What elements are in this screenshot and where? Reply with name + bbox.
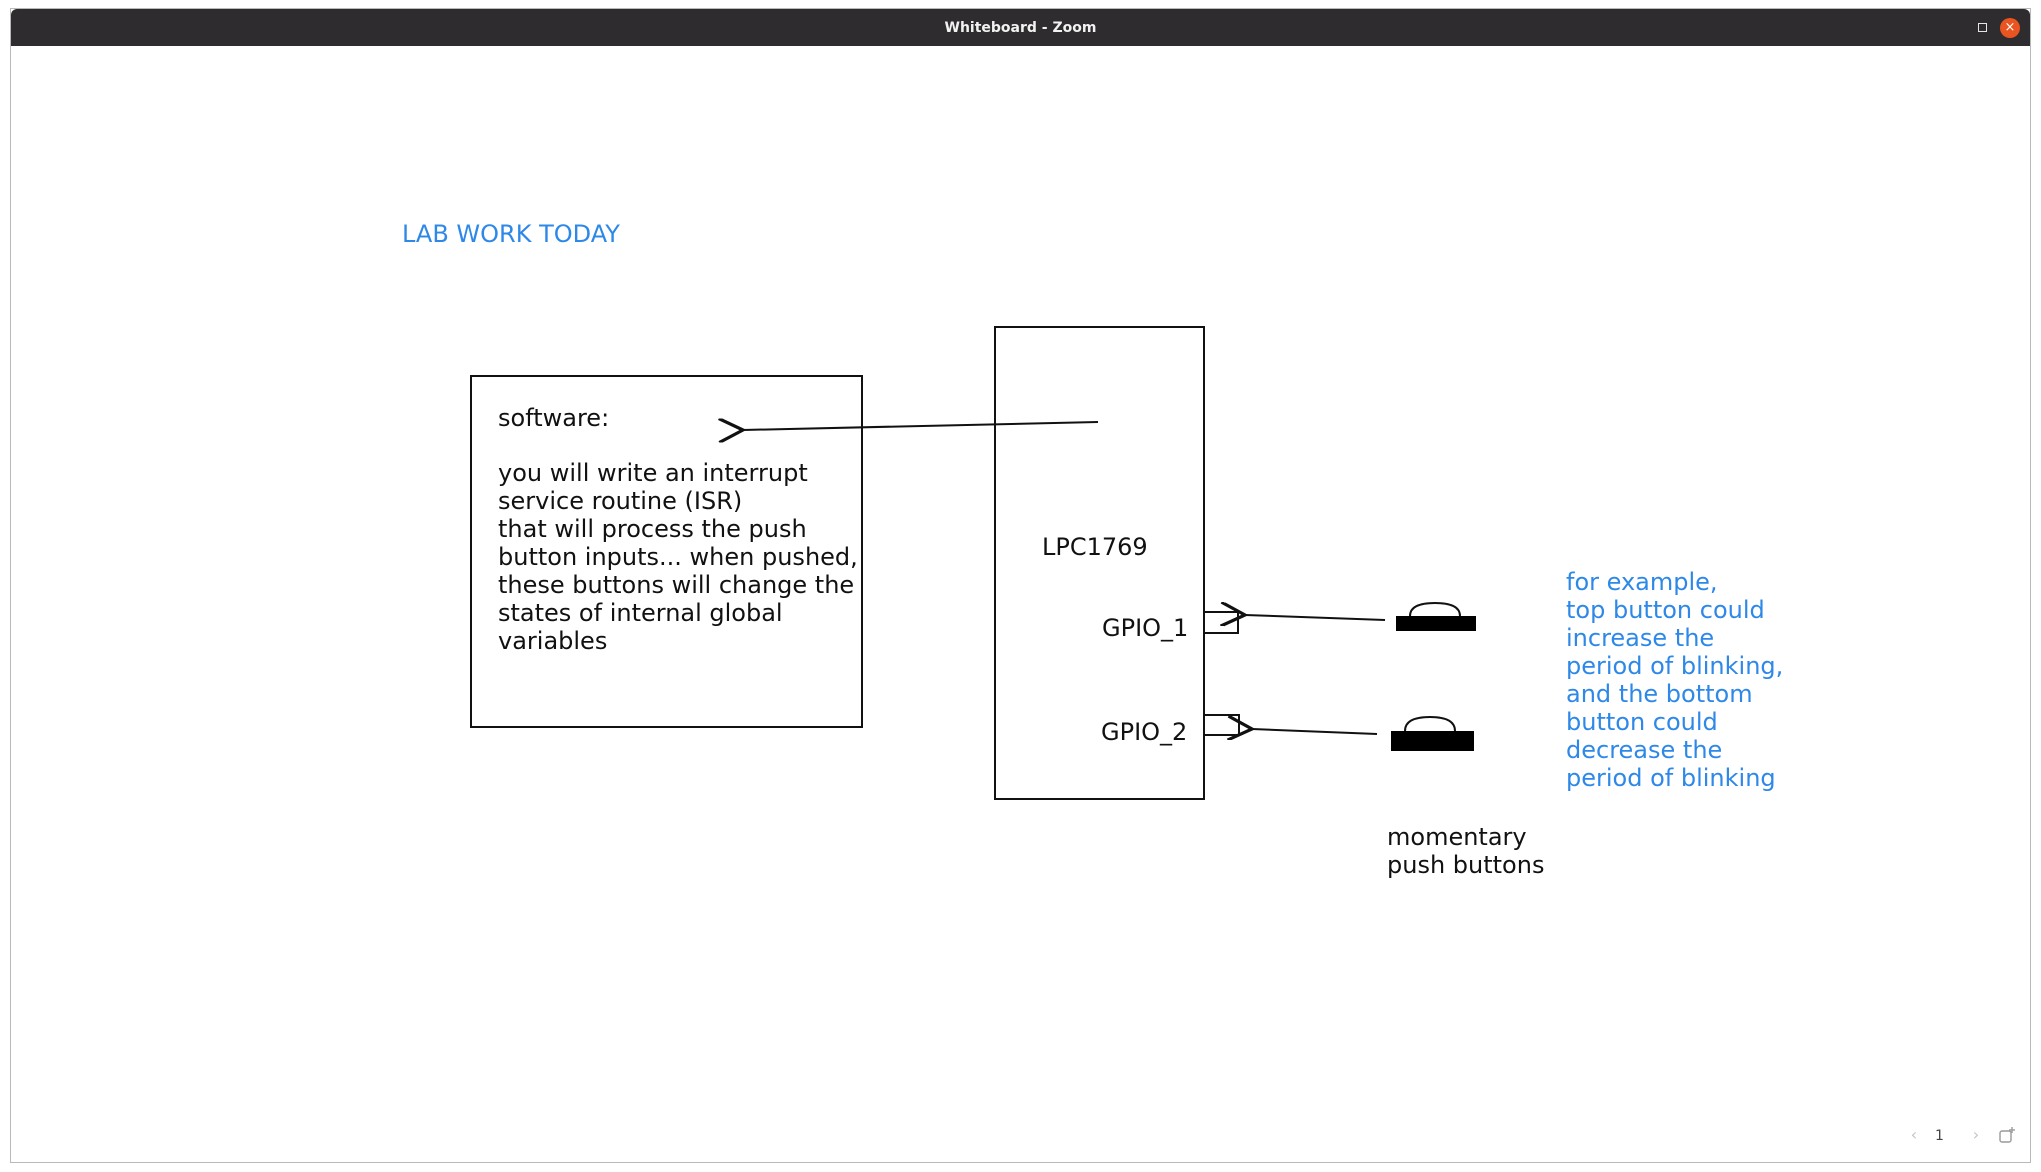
window-title: Whiteboard - Zoom bbox=[944, 20, 1097, 36]
note-line: for example, bbox=[1566, 568, 1718, 596]
software-box bbox=[470, 375, 863, 728]
prev-page-button[interactable]: ‹ bbox=[1904, 1123, 1924, 1147]
note-line: period of blinking, bbox=[1566, 652, 1784, 680]
next-page-button[interactable]: › bbox=[1966, 1123, 1986, 1147]
title-bar: Whiteboard - Zoom × bbox=[11, 9, 2030, 46]
note-line: decrease the bbox=[1566, 736, 1723, 764]
chevron-left-icon: ‹ bbox=[1910, 1125, 1918, 1144]
software-line: states of internal global bbox=[498, 599, 783, 627]
maximize-button[interactable] bbox=[1974, 19, 1990, 35]
software-line: that will process the push bbox=[498, 515, 807, 543]
button1-to-gpio1-arrow bbox=[1245, 615, 1386, 620]
software-line: service routine (ISR) bbox=[498, 487, 743, 515]
buttons-caption-line: momentary bbox=[1387, 823, 1527, 851]
button2-to-gpio2-arrow bbox=[1252, 729, 1378, 734]
close-icon: × bbox=[2004, 20, 2016, 35]
note-line: top button could bbox=[1566, 596, 1765, 624]
software-line: you will write an interrupt bbox=[498, 459, 808, 487]
lab-work-heading: LAB WORK TODAY bbox=[402, 220, 620, 248]
software-line: variables bbox=[498, 627, 608, 655]
push-button-1 bbox=[1396, 601, 1476, 631]
zoom-whiteboard-window: Whiteboard - Zoom × bbox=[10, 8, 2031, 1163]
gpio-1-pin-box bbox=[1203, 611, 1239, 634]
lpc1769-chip-box bbox=[994, 326, 1205, 800]
note-line: increase the bbox=[1566, 624, 1715, 652]
note-line: and the bottom bbox=[1566, 680, 1753, 708]
software-line: these buttons will change the bbox=[498, 571, 855, 599]
software-line: button inputs... when pushed, bbox=[498, 543, 858, 571]
whiteboard-canvas[interactable]: LAB WORK TODAY software: you will write … bbox=[11, 46, 2030, 1162]
close-button[interactable]: × bbox=[2000, 18, 2020, 38]
chip-label: LPC1769 bbox=[1042, 533, 1148, 561]
chip-to-software-arrow bbox=[743, 422, 1099, 430]
share-page-button[interactable] bbox=[1998, 1126, 2016, 1144]
whiteboard-drawing bbox=[470, 326, 1476, 800]
software-title: software: bbox=[498, 404, 610, 432]
gpio-2-pin-box bbox=[1203, 714, 1240, 736]
push-button-2 bbox=[1391, 715, 1474, 751]
gpio-1-label: GPIO_1 bbox=[1102, 614, 1189, 642]
note-line: button could bbox=[1566, 708, 1718, 736]
share-page-icon bbox=[1999, 1127, 2015, 1143]
gpio-2-label: GPIO_2 bbox=[1101, 718, 1188, 746]
chevron-right-icon: › bbox=[1972, 1125, 1980, 1144]
buttons-caption-line: push buttons bbox=[1387, 851, 1545, 879]
maximize-icon bbox=[1977, 22, 1987, 32]
note-line: period of blinking bbox=[1566, 764, 1776, 792]
page-number: 1 bbox=[1935, 1128, 1944, 1144]
